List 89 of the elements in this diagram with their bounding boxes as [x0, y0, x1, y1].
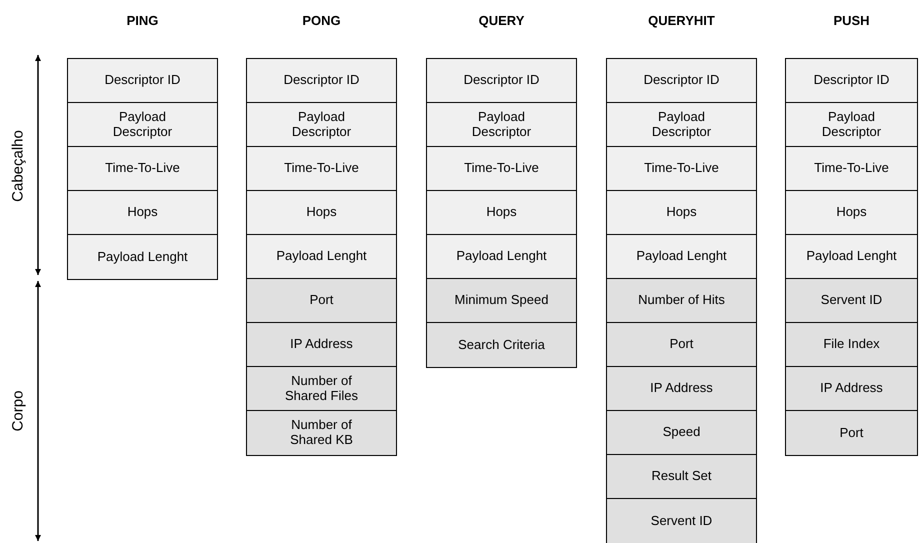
field-name: Descriptor ID — [104, 73, 180, 88]
section-label: Cabeçalho — [10, 130, 26, 202]
field-cell — [247, 235, 396, 279]
field-name: Payload Lenght — [276, 249, 367, 264]
field-cell — [786, 191, 917, 235]
field-name: Time-To-Live — [284, 161, 359, 176]
field-name: Descriptor ID — [814, 73, 890, 88]
field-name: Port — [310, 293, 334, 308]
field-cell — [68, 103, 217, 147]
field-cell — [786, 411, 917, 455]
field-cell — [247, 367, 396, 411]
field-name: Hops — [666, 205, 697, 220]
field-cell — [427, 323, 576, 367]
field-name: Descriptor ID — [644, 73, 720, 88]
field-name: IP Address — [290, 337, 353, 352]
field-name: Hops — [836, 205, 867, 220]
field-cell — [68, 191, 217, 235]
column-title: QUERYHIT — [648, 13, 715, 28]
field-name: Servent ID — [650, 514, 712, 528]
field-cell — [68, 59, 217, 103]
field-cell — [247, 59, 396, 103]
field-name: Hops — [127, 205, 158, 220]
field-name: Hops — [306, 205, 337, 220]
field-cell — [607, 147, 756, 191]
field-name: Port — [840, 426, 864, 440]
field-name: Time-To-Live — [644, 161, 719, 176]
field-cell — [247, 323, 396, 367]
field-name: Payload Descriptor — [290, 110, 352, 140]
field-cell — [786, 103, 917, 147]
field-name: Payload Descriptor — [650, 110, 712, 140]
field-cell — [607, 455, 756, 499]
column-title: QUERY — [478, 13, 524, 28]
field-cell — [68, 235, 217, 279]
field-cell — [607, 235, 756, 279]
field-cell — [427, 147, 576, 191]
field-name: Servent ID — [820, 293, 882, 308]
field-name: Number of Shared Files — [284, 374, 359, 404]
field-cell — [607, 323, 756, 367]
field-name: Hops — [486, 205, 517, 220]
field-cell — [247, 191, 396, 235]
field-name: Descriptor ID — [284, 73, 360, 88]
field-name: Time-To-Live — [814, 161, 889, 176]
field-name: Time-To-Live — [464, 161, 539, 176]
field-cell — [786, 59, 917, 103]
field-cell — [607, 411, 756, 455]
field-cell — [427, 235, 576, 279]
field-cell — [247, 103, 396, 147]
field-cell — [607, 367, 756, 411]
field-name: File Index — [823, 337, 880, 352]
field-cell — [607, 103, 756, 147]
field-name: Port — [670, 337, 694, 352]
field-cell — [247, 411, 396, 455]
field-name: Payload Lenght — [456, 249, 547, 264]
field-name: Payload Lenght — [97, 250, 188, 264]
field-name: IP Address — [820, 381, 883, 396]
field-cell — [607, 279, 756, 323]
field-name: Payload Descriptor — [470, 110, 532, 140]
field-cell — [427, 59, 576, 103]
field-cell — [427, 279, 576, 323]
field-name: Descriptor ID — [464, 73, 540, 88]
column-title: PUSH — [833, 13, 870, 28]
field-cell — [68, 147, 217, 191]
field-name: Payload Descriptor — [820, 110, 882, 140]
field-cell — [786, 235, 917, 279]
field-name: Payload Descriptor — [112, 110, 174, 140]
field-cell — [786, 147, 917, 191]
field-cell — [247, 279, 396, 323]
field-name: Payload Lenght — [806, 249, 897, 264]
column-title: PONG — [302, 13, 341, 28]
field-cell — [607, 499, 756, 543]
field-name: Result Set — [652, 469, 712, 484]
field-name: Number of Shared KB — [289, 418, 354, 448]
field-cell — [607, 191, 756, 235]
field-cell — [427, 191, 576, 235]
field-cell — [786, 279, 917, 323]
field-cell — [786, 367, 917, 411]
field-cell — [247, 147, 396, 191]
field-name: Payload Lenght — [636, 249, 727, 264]
field-name: Speed — [662, 425, 700, 440]
field-cell — [607, 59, 756, 103]
field-name: Search Criteria — [458, 338, 545, 352]
column-title: PING — [126, 13, 158, 28]
field-name: IP Address — [650, 381, 713, 396]
field-name: Minimum Speed — [454, 293, 548, 308]
field-cell — [427, 103, 576, 147]
field-cell — [786, 323, 917, 367]
section-label: Corpo — [10, 390, 26, 432]
field-name: Number of Hits — [638, 293, 725, 308]
field-name: Time-To-Live — [105, 161, 180, 176]
